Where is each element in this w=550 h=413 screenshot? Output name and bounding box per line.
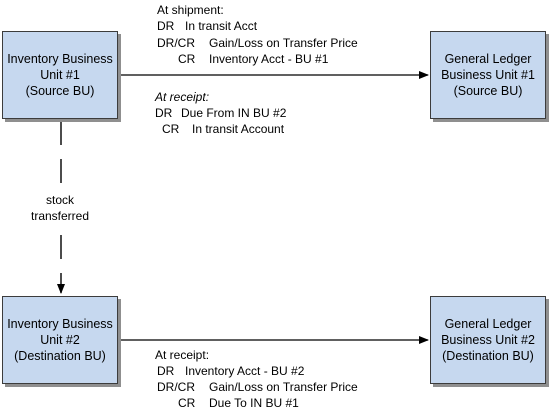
- shipment-heading: At shipment:: [157, 3, 224, 17]
- receipt-dest-dr-code: DR: [157, 364, 175, 378]
- gl-bu1-line2: Business Unit #1: [441, 68, 535, 82]
- receipt-dest-drcr-code: DR/CR: [157, 380, 195, 394]
- receipt-source-cr-text: In transit Account: [192, 122, 285, 136]
- receipt-dest-cr-code: CR: [178, 396, 196, 410]
- inventory-bu1-box: Inventory Business Unit #1 (Source BU): [2, 31, 118, 119]
- receipt-dest-heading: At receipt:: [155, 348, 210, 362]
- inv-bu2-line3: (Destination BU): [14, 349, 106, 363]
- receipt-source-heading: At receipt:: [155, 90, 210, 104]
- shipment-dr-code: DR: [157, 19, 175, 33]
- receipt-source-dr-code: DR: [155, 106, 173, 120]
- receipt-source-cr-code: CR: [162, 122, 180, 136]
- inv-bu2-line2: Unit #2: [40, 333, 80, 347]
- gl-bu2-line3: (Destination BU): [442, 349, 534, 363]
- shipment-drcr-code: DR/CR: [157, 36, 195, 50]
- transfer-label-line2: transferred: [30, 209, 90, 223]
- gl-bu2-line1: General Ledger: [444, 317, 532, 331]
- shipment-cr-code: CR: [178, 52, 196, 66]
- gl-bu1-line1: General Ledger: [444, 52, 532, 66]
- shipment-drcr-text: Gain/Loss on Transfer Price: [209, 36, 358, 50]
- transfer-label-line1: stock: [45, 193, 74, 207]
- inv-bu1-line1: Inventory Business: [7, 52, 113, 66]
- gl-bu2-line2: Business Unit #2: [441, 333, 535, 347]
- transfer-label: stock transferred: [0, 192, 120, 224]
- inv-bu1-line3: (Source BU): [25, 84, 95, 98]
- shipment-dr-text: In transit Acct: [185, 19, 258, 33]
- shipment-cr-text: Inventory Acct - BU #1: [209, 52, 329, 66]
- gl-bu1-line3: (Source BU): [453, 84, 523, 98]
- inv-bu2-line1: Inventory Business: [7, 317, 113, 331]
- receipt-source-dr-text: Due From IN BU #2: [181, 106, 287, 120]
- receipt-dest-dr-text: Inventory Acct - BU #2: [185, 364, 305, 378]
- inventory-bu2-box: Inventory Business Unit #2 (Destination …: [2, 296, 118, 384]
- inv-bu1-line2: Unit #1: [40, 68, 80, 82]
- gl-bu2-box: General Ledger Business Unit #2 (Destina…: [430, 296, 546, 384]
- receipt-dest-cr-text: Due To IN BU #1: [209, 396, 299, 410]
- gl-bu1-box: General Ledger Business Unit #1 (Source …: [430, 31, 546, 119]
- receipt-dest-drcr-text: Gain/Loss on Transfer Price: [209, 380, 358, 394]
